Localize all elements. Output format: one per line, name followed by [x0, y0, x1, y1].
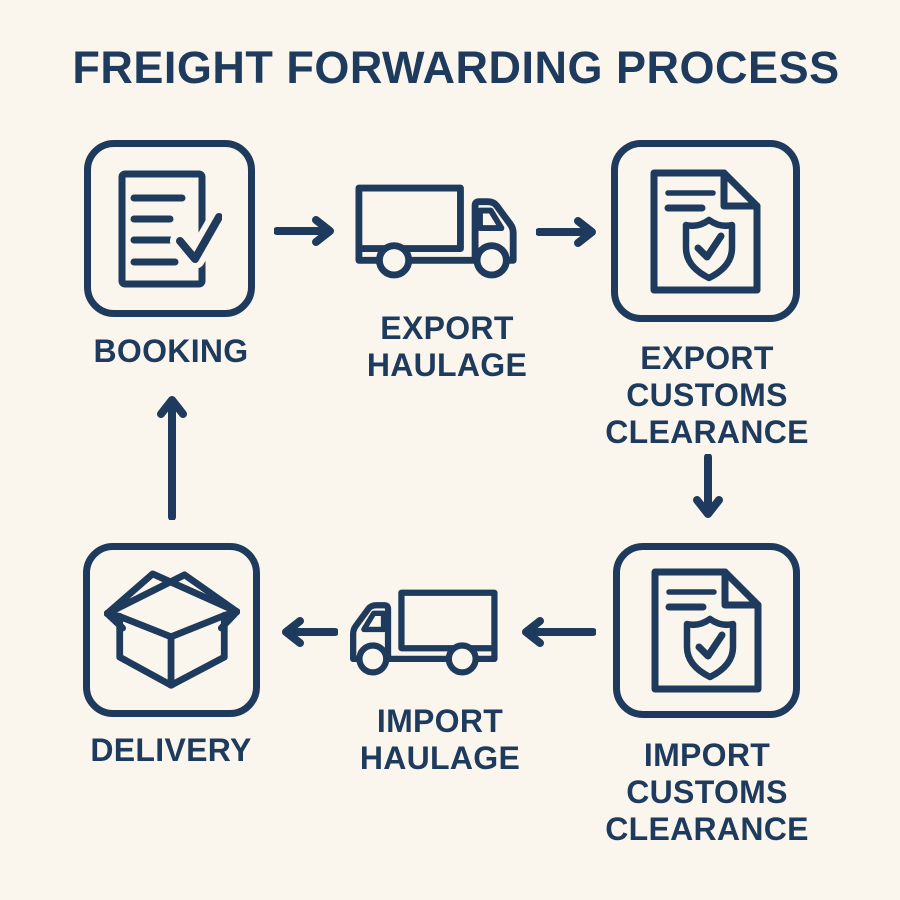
delivery-truck-left-icon [346, 589, 498, 682]
import-haulage-label: IMPORT HAULAGE [359, 703, 521, 776]
arrow-left-icon [518, 615, 597, 654]
step-box-delivery [83, 543, 260, 717]
diagram-title: FREIGHT FORWARDING PROCESS [72, 42, 840, 93]
document-shield-check-icon [650, 169, 761, 293]
step-box-export-customs [611, 140, 800, 322]
delivery-truck-right-icon [355, 184, 521, 285]
export-haulage-label: EXPORT HAULAGE [366, 310, 528, 383]
open-box-icon [103, 569, 240, 689]
step-box-booking [84, 140, 255, 317]
arrow-down-icon [691, 453, 725, 527]
arrow-up-icon [155, 392, 189, 525]
import-customs-clearance-label: IMPORT CUSTOMS CLEARANCE [605, 737, 809, 847]
arrow-right-icon [535, 215, 600, 254]
arrow-right-icon [273, 214, 338, 253]
delivery-label: DELIVERY [90, 732, 252, 768]
step-box-import-customs [613, 543, 800, 718]
export-customs-clearance-label: EXPORT CUSTOMS CLEARANCE [605, 340, 809, 450]
arrow-left-icon [278, 615, 339, 654]
document-shield-check-icon [651, 568, 762, 693]
document-checklist-icon [118, 170, 222, 287]
booking-label: BOOKING [93, 333, 249, 369]
